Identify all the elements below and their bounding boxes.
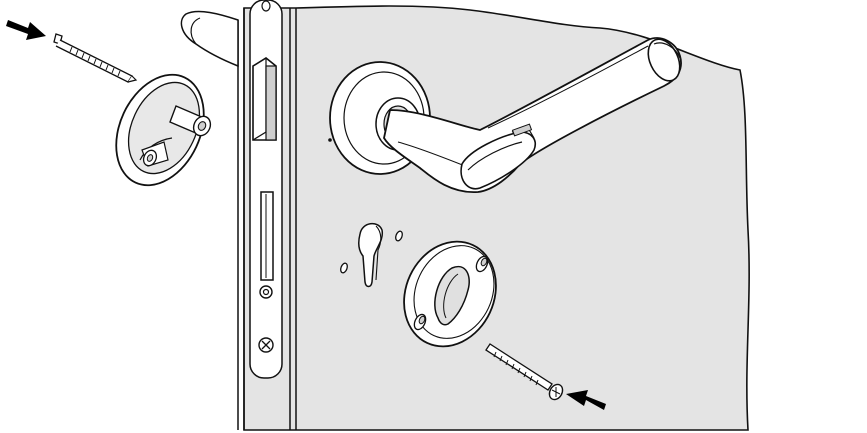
fingerprint-module (460, 131, 536, 190)
arrow-right-down-icon (6, 20, 46, 40)
arrow-left-up-icon (566, 390, 606, 410)
lock-faceplate (249, 0, 283, 379)
mounting-hole-right (395, 230, 403, 242)
cylinder-cutout (340, 222, 403, 288)
door-handle (328, 37, 682, 193)
rear-rose (115, 73, 212, 187)
door-edge (237, 0, 297, 430)
spindle-cover (180, 10, 239, 68)
mounting-hole-left (340, 262, 348, 274)
screw-bottom-right (485, 343, 564, 401)
deadbolt-slot (260, 191, 274, 281)
escutcheon-rose (403, 240, 497, 348)
screw-top-left (53, 33, 138, 83)
